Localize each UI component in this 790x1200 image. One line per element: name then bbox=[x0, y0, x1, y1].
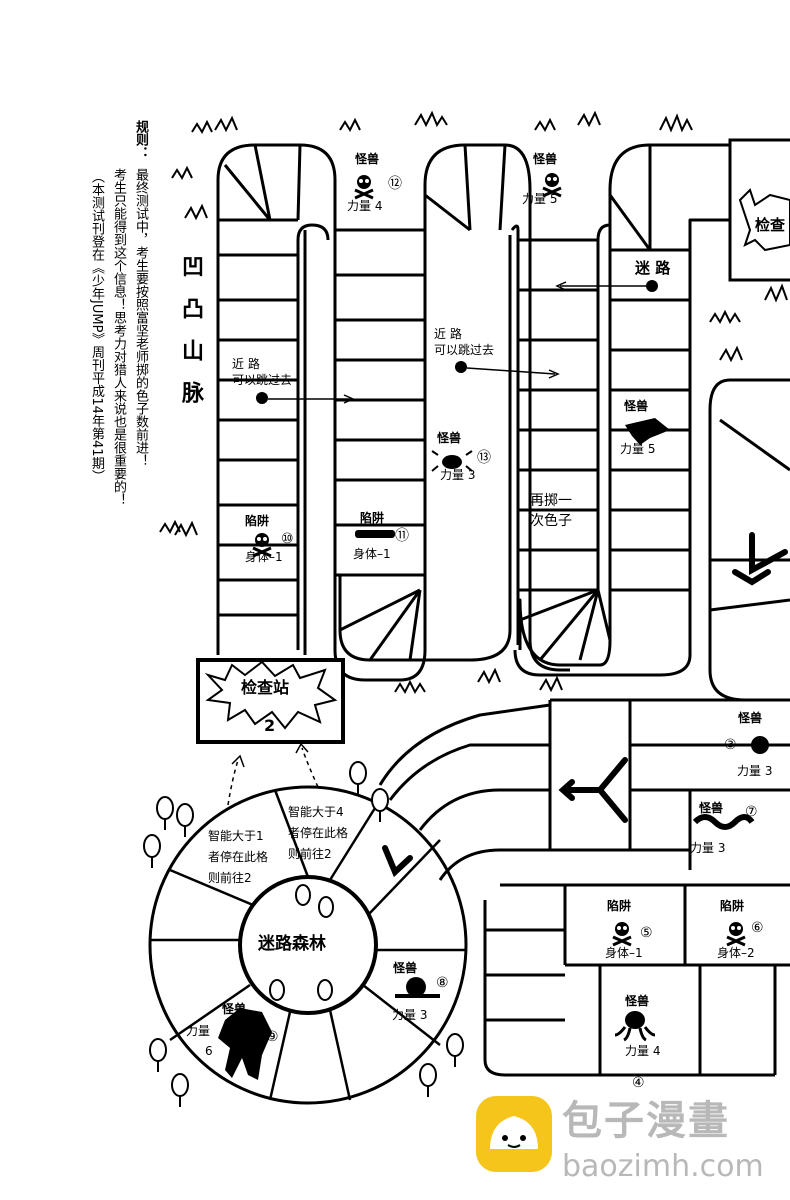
shortcut-middle-title: 近 路 bbox=[434, 327, 462, 341]
forest-label: 迷路森林 bbox=[258, 934, 326, 954]
square-8-kind: 怪兽 bbox=[393, 961, 418, 975]
square-14-effect: 力量 5 bbox=[522, 192, 558, 206]
watermark-name: 包子漫畫 bbox=[562, 1098, 730, 1144]
forest-rule-left-line-2: 者停在此格 bbox=[208, 850, 269, 864]
square-4-effect: 力量 4 bbox=[625, 1044, 661, 1058]
square-4-kind: 怪兽 bbox=[625, 994, 650, 1008]
square-10-effect: 身体–1 bbox=[245, 550, 283, 564]
skull-icon-group bbox=[255, 173, 743, 936]
forest-rule-left-line-1: 智能大于1 bbox=[208, 829, 264, 843]
rules-line-3: （本测试刊登在《少年JUMP》周刊平成14年第41期） bbox=[89, 170, 104, 483]
square-9-effect-2: 6 bbox=[205, 1044, 213, 1058]
checkpoint-right-label: 检查 bbox=[755, 216, 786, 234]
forest-rule-left-line-3: 则前往2 bbox=[208, 871, 252, 885]
shortcut-right-title: 迷 路 bbox=[635, 259, 671, 277]
rules-heading: 规则： bbox=[133, 120, 148, 159]
square-8-effect: 力量 3 bbox=[392, 1008, 428, 1022]
square-12-effect: 身体–1 bbox=[353, 547, 391, 561]
forest-rule-right-line-1: 智能大于4 bbox=[288, 805, 344, 819]
square-11-number: ⑫ bbox=[388, 176, 402, 192]
forest-rule-right-line-3: 则前往2 bbox=[288, 847, 332, 861]
square-5-kind: 陷阱 bbox=[607, 899, 632, 913]
square-10-kind: 陷阱 bbox=[245, 514, 270, 528]
roll-again-line-2: 次色子 bbox=[530, 513, 572, 529]
square-10-number: ⑩ bbox=[281, 531, 294, 547]
checkpoint-label: 检查站 bbox=[241, 678, 290, 697]
watermark: 包子漫畫 baozimh.com bbox=[470, 1090, 790, 1200]
square-7-effect: 力量 3 bbox=[690, 841, 726, 855]
rules-line-2: 考生只能得到这个信息！思考力对猎人来说也是很重要的！ bbox=[111, 168, 126, 506]
square-5-effect: 身体–1 bbox=[605, 946, 643, 960]
roll-again-line-1: 再掷一 bbox=[530, 493, 572, 509]
square-8-number: ⑧ bbox=[436, 975, 449, 991]
square-3-effect: 力量 3 bbox=[737, 764, 773, 778]
shortcut-left-title: 近 路 bbox=[232, 357, 260, 371]
square-13-number: ⑬ bbox=[477, 450, 491, 466]
square-13-kind: 怪兽 bbox=[437, 431, 462, 445]
square-12-kind: 陷阱 bbox=[360, 511, 385, 525]
rules-line-1: 最终测试中，考生要按照富坚老师掷的色子数前进！ bbox=[133, 168, 148, 467]
square-14-kind: 怪兽 bbox=[533, 152, 558, 166]
square-7-kind: 怪兽 bbox=[699, 801, 724, 815]
square-monster-effect-5: 力量 5 bbox=[620, 442, 656, 456]
square-13-effect: 力量 3 bbox=[440, 468, 476, 482]
forest-rule-right-line-2: 者停在此格 bbox=[288, 826, 349, 840]
shortcut-middle-desc: 可以跳过去 bbox=[434, 343, 495, 357]
watermark-url: baozimh.com bbox=[562, 1149, 764, 1184]
square-5-number: ⑤ bbox=[640, 925, 653, 941]
shortcut-left-desc: 可以跳过去 bbox=[232, 373, 293, 387]
square-6-number: ⑥ bbox=[751, 920, 764, 936]
square-6-effect: 身体–2 bbox=[717, 946, 755, 960]
mountain-name: 凹凸山脉 bbox=[178, 255, 203, 423]
square-11-effect: 力量 4 bbox=[347, 199, 383, 213]
square-11-kind: 怪兽 bbox=[355, 152, 380, 166]
square-3-kind: 怪兽 bbox=[738, 711, 763, 725]
square-6-kind: 陷阱 bbox=[720, 899, 745, 913]
square-monster-kind: 怪兽 bbox=[624, 399, 649, 413]
square-12-number: ⑪ bbox=[395, 528, 409, 544]
square-7-number: ⑦ bbox=[745, 804, 758, 820]
square-9-effect: 力量 bbox=[186, 1024, 211, 1038]
square-4-number: ④ bbox=[632, 1075, 645, 1091]
checkpoint-number: 2 bbox=[264, 716, 276, 735]
square-9-number: ⑨ bbox=[266, 1029, 279, 1045]
logo-icon bbox=[476, 1096, 552, 1172]
square-3-number: ③ bbox=[724, 737, 737, 753]
square-9-kind: 怪兽 bbox=[222, 1002, 247, 1016]
